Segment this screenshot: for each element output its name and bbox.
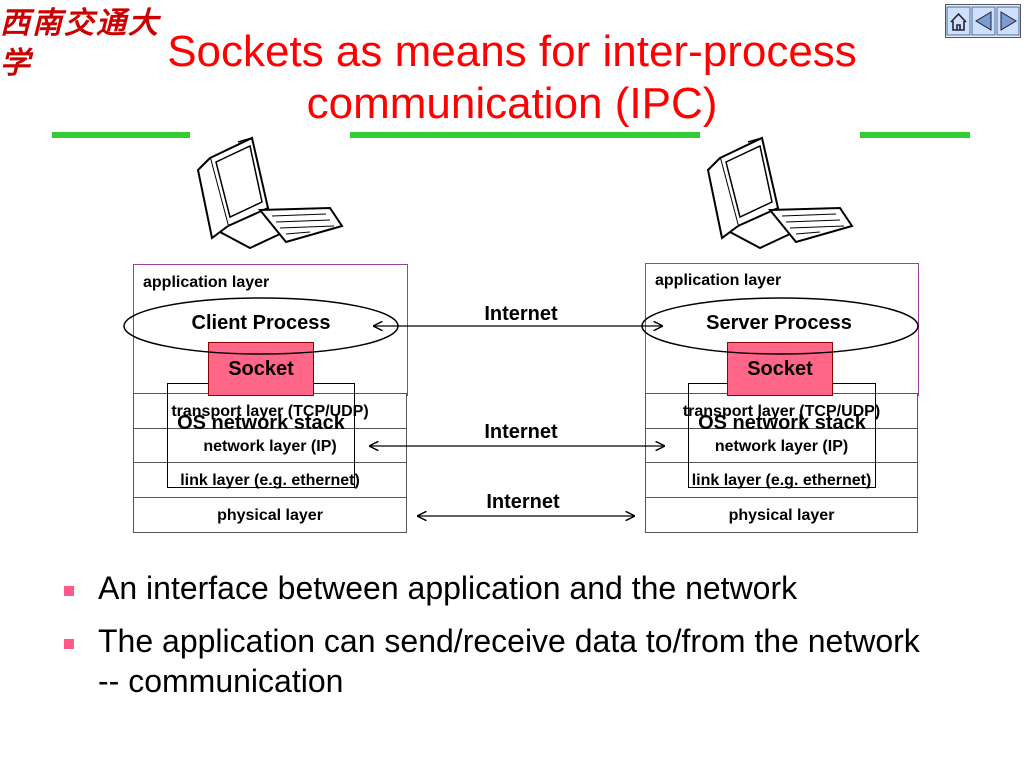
server-process-ellipse	[641, 297, 919, 355]
client-transport-label: transport layer (TCP/UDP)	[171, 403, 369, 420]
client-socket: Socket	[208, 342, 314, 396]
forward-button[interactable]	[996, 6, 1020, 36]
title-line-2: communication (IPC)	[306, 79, 718, 128]
server-network-layer: network layer (IP)	[645, 428, 918, 463]
server-app-layer-label: application layer	[655, 272, 782, 289]
process-link-label: Internet	[484, 303, 558, 325]
server-network-label: network layer (IP)	[714, 438, 849, 455]
bullet-marker-2	[64, 639, 74, 649]
network-link-label: Internet	[484, 421, 558, 443]
server-socket-label: Socket	[747, 358, 813, 380]
client-physical-layer: physical layer	[133, 497, 407, 533]
logo-text: 西南交通大学	[0, 6, 160, 81]
bullet-marker-1	[64, 586, 74, 596]
server-computer-icon	[700, 130, 860, 250]
client-process-ellipse	[123, 297, 399, 355]
client-computer-icon	[190, 130, 350, 250]
slide-title: Sockets as means for inter-process commu…	[60, 26, 964, 130]
back-button[interactable]	[971, 6, 996, 36]
bullet-item-2: The application can send/receive data to…	[98, 623, 920, 699]
title-divider	[52, 132, 970, 138]
title-line-1: Sockets as means for inter-process	[167, 27, 857, 76]
physical-link-label: Internet	[486, 491, 560, 513]
right-triangle-icon	[1000, 11, 1017, 31]
server-link-label: link layer (e.g. ethernet)	[691, 472, 872, 489]
client-app-layer-label: application layer	[143, 274, 270, 291]
client-network-layer: network layer (IP)	[133, 428, 407, 463]
home-button[interactable]	[946, 6, 971, 36]
client-process-label: Client Process	[191, 312, 331, 334]
client-os-stack-label: OS network stack	[177, 412, 345, 434]
server-socket: Socket	[727, 342, 833, 396]
server-physical-layer: physical layer	[645, 497, 918, 533]
bullet-item-1: An interface between application and the…	[98, 570, 798, 606]
home-icon	[950, 12, 967, 31]
slide-navigation	[945, 4, 1021, 38]
client-link-label: link layer (e.g. ethernet)	[180, 472, 360, 489]
university-logo: 西南交通大学	[0, 4, 190, 81]
client-socket-label: Socket	[228, 358, 294, 380]
server-physical-label: physical layer	[728, 507, 835, 524]
server-transport-layer: transport layer (TCP/UDP)	[645, 393, 918, 429]
client-network-label: network layer (IP)	[203, 438, 337, 455]
server-transport-label: transport layer (TCP/UDP)	[682, 403, 881, 420]
server-os-stack-label: OS network stack	[698, 412, 866, 434]
left-triangle-icon	[975, 11, 992, 31]
client-physical-label: physical layer	[217, 507, 323, 524]
server-process-label: Server Process	[706, 312, 852, 334]
